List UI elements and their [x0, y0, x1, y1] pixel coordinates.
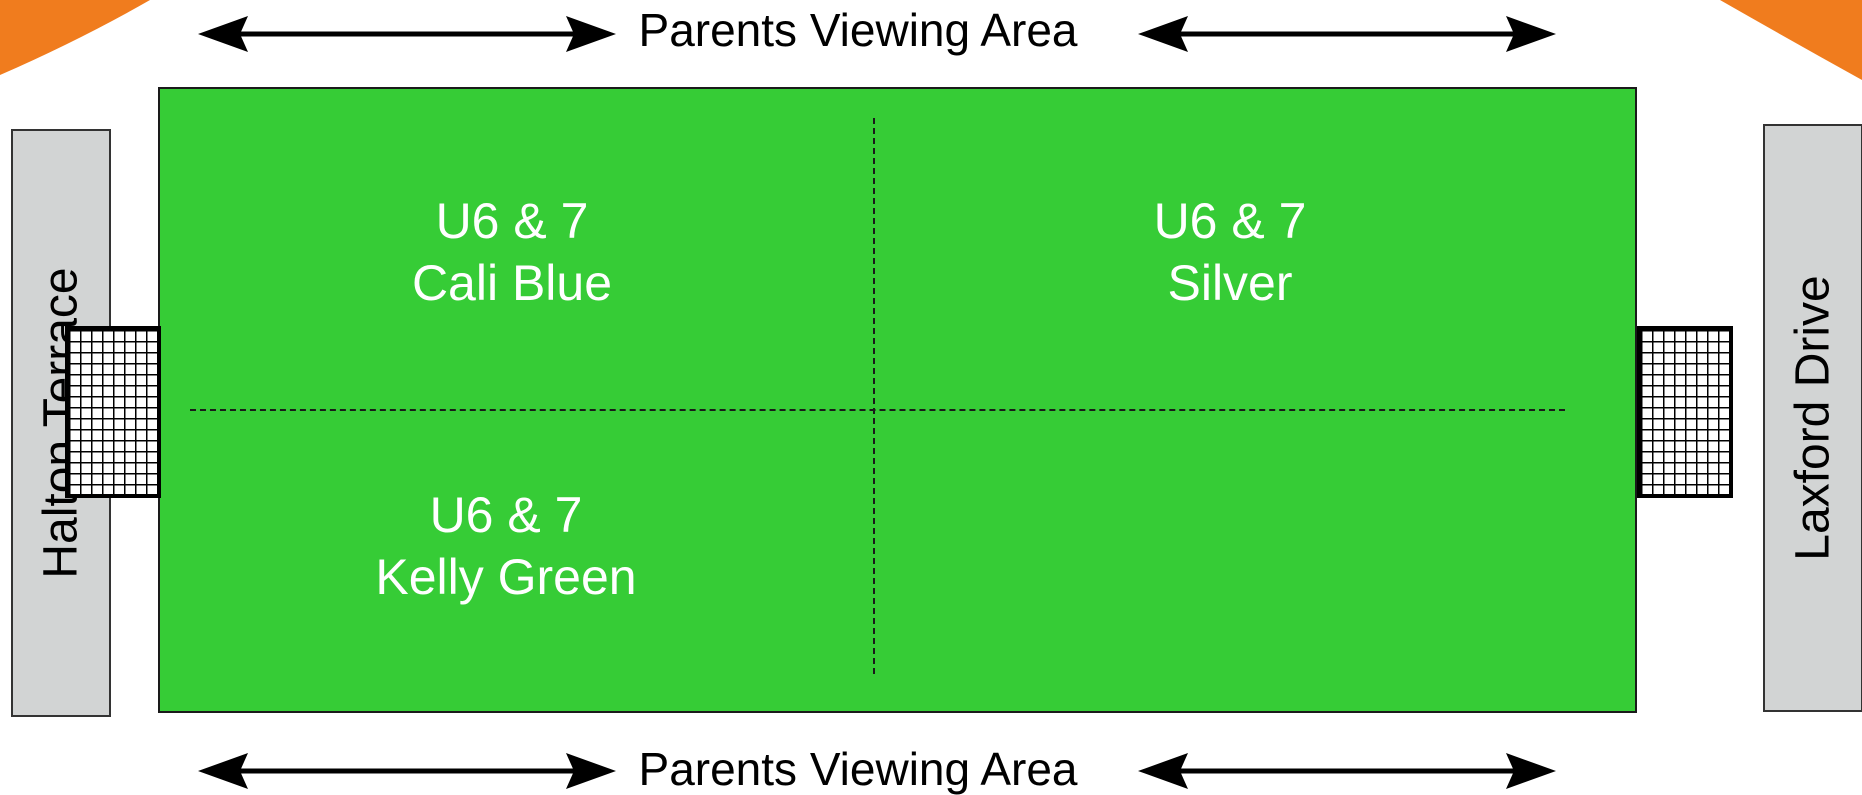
team-name: Cali Blue	[411, 255, 613, 311]
orange-corner-right	[1720, 0, 1862, 80]
bottom-left-double-arrow	[198, 753, 616, 789]
top-right-double-arrow	[1138, 16, 1556, 52]
street-right: Laxford Drive	[1763, 124, 1862, 712]
team-age: U6 & 7	[429, 487, 583, 543]
bottom-viewing-area-label: Parents Viewing Area	[638, 743, 1078, 795]
field-divider-horizontal	[190, 409, 1565, 411]
team-label-cali-blue: U6 & 7 Cali Blue	[262, 190, 762, 314]
top-viewing-area-label: Parents Viewing Area	[638, 4, 1078, 56]
top-left-double-arrow	[198, 16, 616, 52]
team-label-silver: U6 & 7 Silver	[980, 190, 1480, 314]
team-name: Kelly Green	[375, 549, 637, 605]
street-right-label: Laxford Drive	[1786, 275, 1840, 561]
soccer-field	[158, 87, 1637, 713]
team-age: U6 & 7	[1153, 193, 1307, 249]
orange-corner-left	[0, 0, 150, 75]
team-age: U6 & 7	[435, 193, 589, 249]
bottom-right-double-arrow	[1138, 753, 1556, 789]
goal-net-left	[65, 326, 161, 498]
team-name: Silver	[1167, 255, 1293, 311]
team-label-kelly-green: U6 & 7 Kelly Green	[256, 484, 756, 608]
goal-net-right	[1637, 326, 1733, 498]
field-divider-vertical	[873, 118, 875, 674]
